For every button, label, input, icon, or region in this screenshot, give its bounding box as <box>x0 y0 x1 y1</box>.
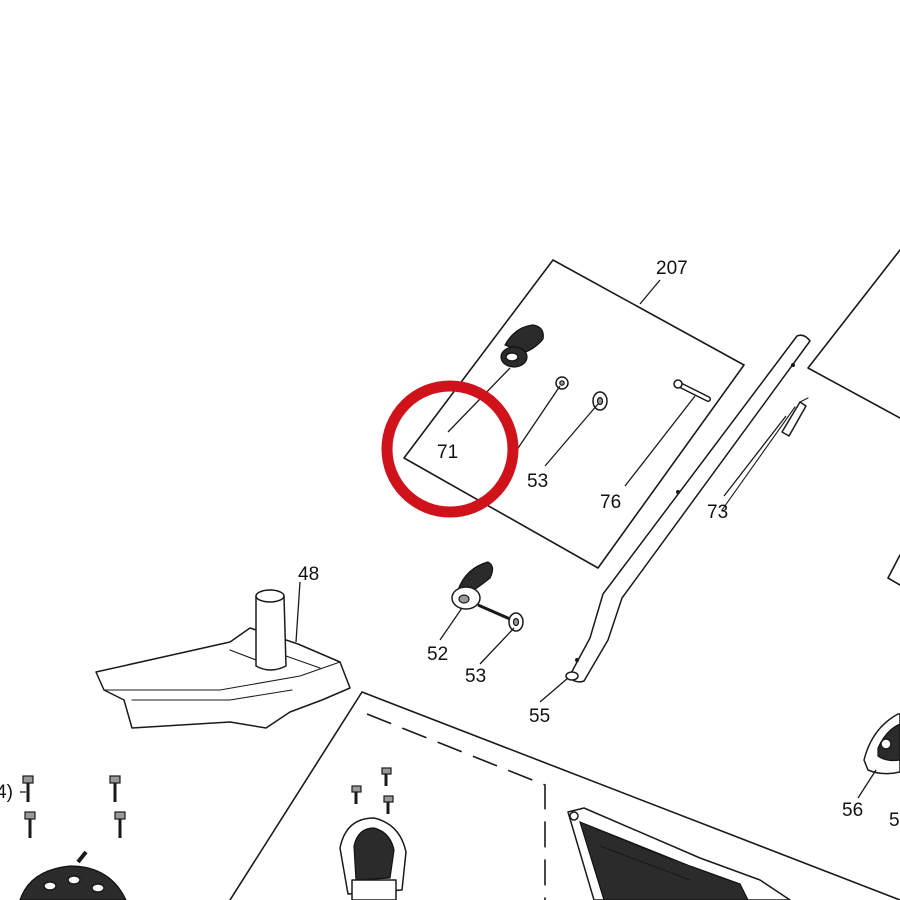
highlight-circle <box>381 380 519 518</box>
label-52: 52 <box>427 644 448 665</box>
label-4-partial: 4) <box>0 782 13 803</box>
leader-lines <box>20 279 877 799</box>
label-53-outside: 53 <box>465 666 486 687</box>
label-76: 76 <box>600 492 621 513</box>
label-71: 71 <box>437 442 458 463</box>
pin-76 <box>673 379 711 402</box>
screws-left <box>22 775 126 838</box>
kit-207-outline <box>403 259 745 569</box>
label-55: 55 <box>529 706 550 727</box>
tube-55 <box>565 334 811 683</box>
rod-73 <box>721 397 809 511</box>
screw <box>383 795 394 814</box>
washer-53-outside <box>508 612 524 632</box>
label-207: 207 <box>656 258 688 279</box>
switch-housing <box>339 817 407 900</box>
label-53-kit: 53 <box>527 471 548 492</box>
screw <box>114 811 126 838</box>
screw <box>109 775 121 802</box>
screws-lower-box <box>351 767 394 814</box>
label-5-partial: 5 <box>889 810 900 831</box>
bracket-48 <box>95 589 351 729</box>
gear-bottom-left <box>19 850 127 900</box>
screw <box>351 785 362 804</box>
screw <box>22 775 34 802</box>
label-48: 48 <box>298 564 319 585</box>
label-56: 56 <box>842 800 863 821</box>
screw <box>381 767 392 786</box>
lever-knob-71 <box>500 324 544 368</box>
lever-52 <box>451 561 511 621</box>
lower-assembly-outline <box>229 691 900 900</box>
housing-bottom-right <box>567 807 791 900</box>
screw <box>24 811 36 838</box>
label-73: 73 <box>707 502 728 523</box>
nut-small <box>555 376 569 390</box>
motor-part-56 <box>863 713 900 775</box>
right-panel-outline <box>807 249 900 586</box>
